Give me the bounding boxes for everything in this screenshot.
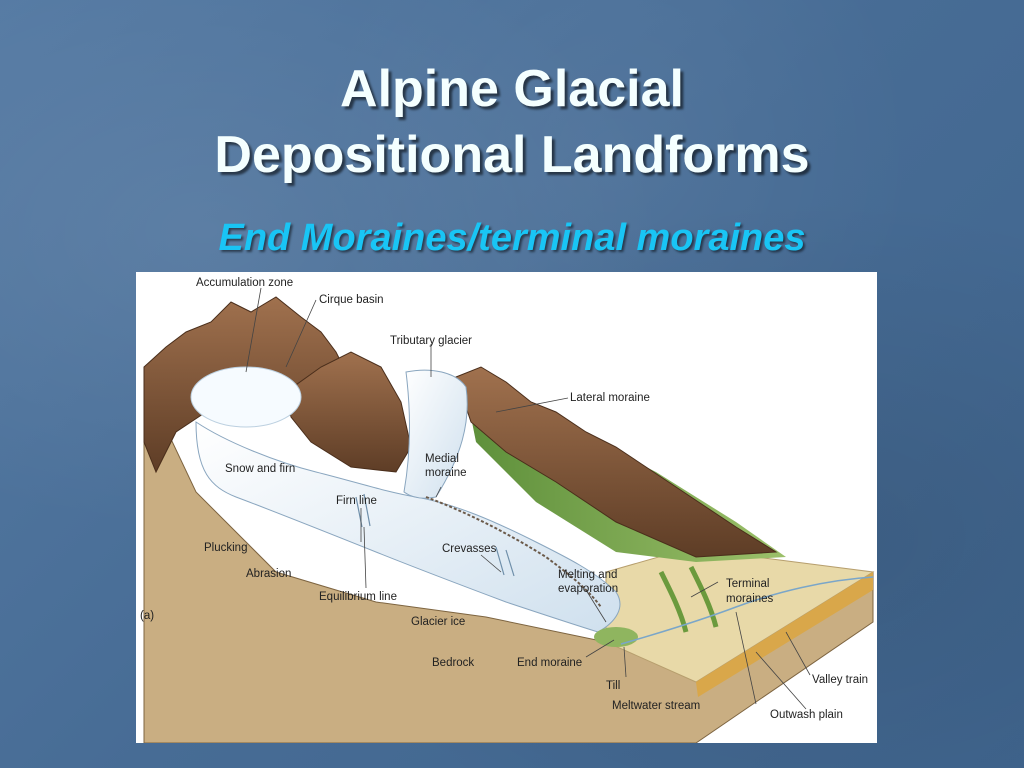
label-abrasion: Abrasion bbox=[246, 568, 291, 580]
label-valley-train: Valley train bbox=[812, 674, 868, 686]
label-terminal-2: moraines bbox=[726, 593, 774, 605]
right-ridge bbox=[455, 366, 778, 558]
title-line-1: Alpine Glacial bbox=[340, 60, 684, 118]
label-melting-2: evaporation bbox=[558, 583, 618, 595]
label-end-moraine: End moraine bbox=[517, 657, 582, 669]
crevasses-mark bbox=[355, 493, 515, 577]
label-crevasses: Crevasses bbox=[442, 543, 497, 555]
cirque-snow bbox=[190, 366, 302, 428]
meltwater-stream bbox=[620, 576, 874, 645]
slide-subtitle: End Moraines/terminal moraines bbox=[218, 217, 806, 259]
label-snow-and-firn: Snow and firn bbox=[225, 463, 295, 475]
label-terminal-1: Terminal bbox=[726, 578, 769, 590]
title-line-2: Depositional Landforms bbox=[214, 126, 810, 184]
slide-title: Alpine Glacial Depositional Landforms bbox=[0, 56, 1024, 188]
terminal-moraine-ridges bbox=[658, 565, 719, 633]
medial-moraine-line bbox=[425, 496, 602, 608]
label-cirque-basin: Cirque basin bbox=[319, 294, 384, 306]
label-till: Till bbox=[606, 680, 620, 692]
label-plucking: Plucking bbox=[204, 542, 247, 554]
glacier-illustration: Accumulation zone Cirque basin Tributary… bbox=[140, 277, 875, 743]
label-outwash-plain: Outwash plain bbox=[770, 709, 843, 721]
leader-lines bbox=[245, 287, 811, 710]
label-medial-2: moraine bbox=[425, 467, 467, 479]
label-firn-line: Firn line bbox=[336, 495, 377, 507]
label-tributary-glacier: Tributary glacier bbox=[390, 335, 472, 347]
panel-label: (a) bbox=[140, 610, 154, 622]
label-meltwater-stream: Meltwater stream bbox=[612, 700, 700, 712]
label-equilibrium-line: Equilibrium line bbox=[319, 591, 397, 603]
end-moraine-mound bbox=[594, 627, 638, 647]
main-glacier bbox=[195, 421, 621, 633]
label-melting-1: Melting and bbox=[558, 569, 617, 581]
label-accumulation-zone: Accumulation zone bbox=[196, 277, 293, 289]
label-glacier-ice: Glacier ice bbox=[411, 616, 465, 628]
glacier-diagram: Accumulation zone Cirque basin Tributary… bbox=[136, 272, 877, 743]
label-medial-1: Medial bbox=[425, 453, 459, 465]
label-bedrock: Bedrock bbox=[432, 657, 474, 669]
label-lateral-moraine: Lateral moraine bbox=[570, 392, 650, 404]
valley-train-stripe bbox=[696, 572, 873, 697]
